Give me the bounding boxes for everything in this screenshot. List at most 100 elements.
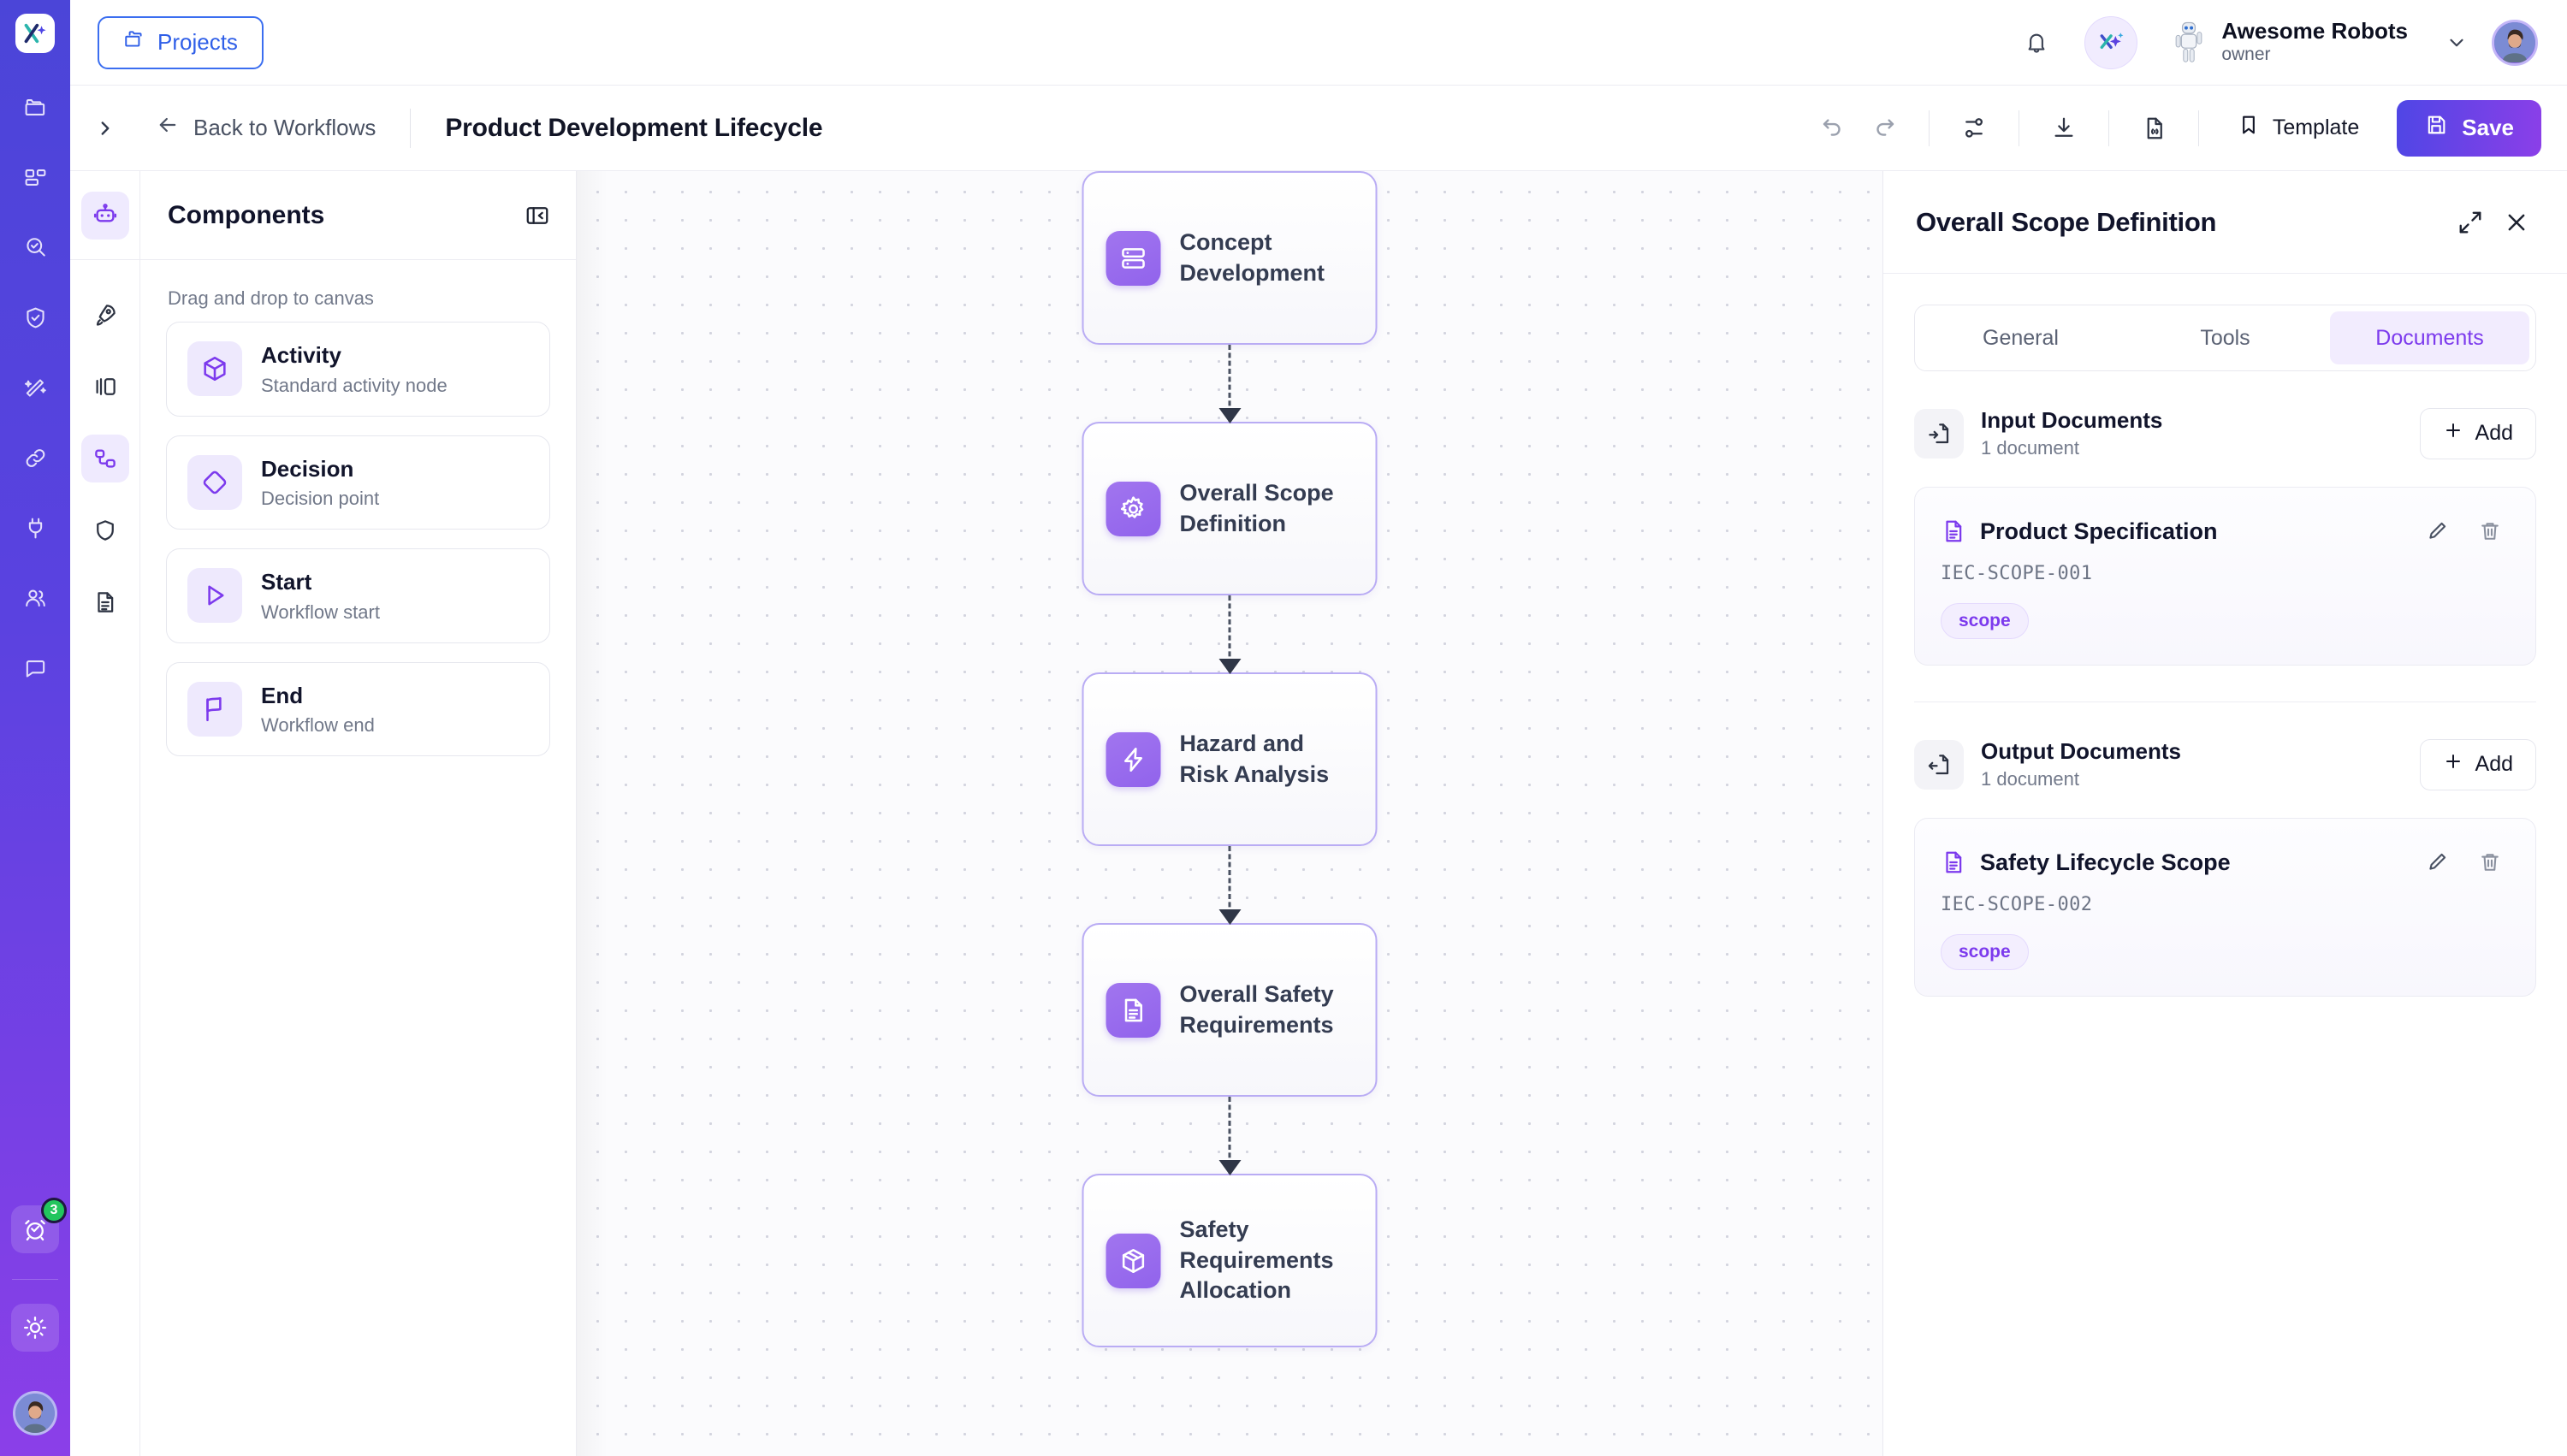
save-button[interactable]: Save: [2397, 99, 2541, 157]
trash-icon[interactable]: [2470, 512, 2510, 551]
sidebar-item-chat[interactable]: [11, 644, 59, 692]
components-title: Components: [168, 200, 325, 229]
sidebar-item-safety[interactable]: [81, 506, 129, 554]
node-inspector-panel: Overall Scope Definition General: [1882, 171, 2567, 1456]
component-card-decision[interactable]: Decision Decision point: [166, 435, 550, 530]
input-documents-header: Input Documents 1 document Add: [1914, 371, 2536, 465]
sidebar-item-deploy[interactable]: [81, 291, 129, 339]
document-tag: scope: [1941, 603, 2029, 639]
component-desc: Standard activity node: [261, 374, 448, 396]
diamond-icon: [187, 454, 242, 510]
server-icon: [1106, 230, 1161, 286]
document-card[interactable]: Safety Lifecycle Scope: [1914, 818, 2536, 997]
rail-divider: [12, 1279, 58, 1280]
tab-tools[interactable]: Tools: [2125, 311, 2325, 364]
document-code: IEC-SCOPE-001: [1941, 563, 2093, 584]
components-panel: Components Drag and drop to canvas: [140, 171, 577, 1456]
panel-collapse-icon[interactable]: [525, 203, 550, 228]
add-output-document-button[interactable]: Add: [2419, 738, 2536, 790]
download-button[interactable]: [2038, 103, 2090, 154]
documents-tab-content: Input Documents 1 document Add: [1883, 371, 2567, 997]
alarm-check-icon[interactable]: 3: [11, 1198, 67, 1253]
workflow-node[interactable]: Concept Development: [1082, 171, 1378, 345]
component-desc: Workflow start: [261, 601, 380, 623]
sun-icon[interactable]: [11, 1304, 59, 1352]
primary-sidebar: 3: [0, 0, 70, 1456]
workflow-node[interactable]: Overall Safety Requirements: [1082, 923, 1378, 1097]
close-icon[interactable]: [2493, 199, 2540, 246]
undo-button[interactable]: [1807, 103, 1859, 154]
redo-button[interactable]: [1859, 103, 1910, 154]
pencil-icon[interactable]: [2417, 843, 2457, 882]
component-card-end[interactable]: End Workflow end: [166, 661, 550, 756]
sidebar-item-assistant[interactable]: [11, 364, 59, 411]
workflow-graph: Concept Development Overall Scope Defin: [1082, 171, 1378, 1347]
workflow-node[interactable]: Hazard and Risk Analysis: [1082, 672, 1378, 846]
file-text-icon: [1106, 982, 1161, 1038]
flag-icon: [187, 681, 242, 737]
sidebar-item-workflows[interactable]: [80, 435, 129, 482]
back-to-workflows-link[interactable]: Back to Workflows: [156, 113, 376, 143]
pencil-icon[interactable]: [2417, 512, 2457, 551]
tab-general[interactable]: General: [1921, 311, 2120, 364]
sidebar-item-projects[interactable]: [11, 83, 59, 131]
sidebar-item-panels[interactable]: [81, 363, 129, 411]
workflow-canvas[interactable]: Concept Development Overall Scope Defin: [577, 171, 1882, 1456]
workflow-node[interactable]: Overall Scope Definition: [1082, 422, 1378, 595]
sidebar-item-links[interactable]: [11, 434, 59, 482]
component-card-start[interactable]: Start Workflow start: [166, 548, 550, 643]
play-icon: [187, 568, 242, 624]
settings-button[interactable]: [1948, 103, 2000, 154]
export-code-button[interactable]: [2128, 103, 2179, 154]
sidebar-item-documents[interactable]: [81, 578, 129, 626]
workflow-edge: [1082, 595, 1378, 674]
robot-icon[interactable]: [80, 191, 129, 240]
template-button-label: Template: [2272, 115, 2360, 139]
toolbar-divider: [1928, 109, 1930, 146]
section-count: 1 document: [1981, 437, 2079, 459]
add-button-label: Add: [2475, 421, 2513, 445]
avatar[interactable]: [13, 1391, 57, 1435]
app-logo-icon[interactable]: [15, 14, 55, 53]
chevron-right-icon[interactable]: [70, 86, 140, 171]
node-label: Overall Scope Definition: [1179, 479, 1334, 536]
bell-icon[interactable]: [2011, 17, 2062, 68]
projects-button[interactable]: Projects: [98, 15, 264, 69]
user-avatar[interactable]: [2492, 19, 2538, 66]
inspector-title: Overall Scope Definition: [1916, 206, 2217, 237]
tab-documents[interactable]: Documents: [2330, 311, 2529, 364]
node-label: Concept Development: [1179, 228, 1325, 286]
document-name: Product Specification: [1980, 518, 2218, 544]
node-label: Hazard and Risk Analysis: [1179, 730, 1330, 787]
workflow-edge: [1082, 846, 1378, 925]
canvas-edge-shadow: [577, 171, 608, 1456]
chevron-down-icon[interactable]: [2445, 32, 2468, 54]
workflow-edge: [1082, 1097, 1378, 1175]
document-card[interactable]: Product Specification: [1914, 487, 2536, 666]
section-count: 1 document: [1981, 768, 2079, 790]
file-input-icon: [1914, 408, 1964, 459]
expand-icon[interactable]: [2447, 199, 2493, 246]
template-button[interactable]: Template: [2218, 103, 2378, 154]
component-card-activity[interactable]: Activity Standard activity node: [166, 322, 550, 417]
ai-sparkle-icon[interactable]: [2084, 15, 2138, 69]
sidebar-item-team[interactable]: [11, 574, 59, 622]
sidebar-item-dashboard[interactable]: [11, 153, 59, 201]
back-link-label: Back to Workflows: [193, 115, 376, 140]
workflow-node[interactable]: Safety Requirements Allocation: [1082, 1174, 1378, 1347]
bookmark-icon: [2237, 113, 2261, 143]
page-title: Product Development Lifecycle: [445, 113, 823, 142]
plus-icon: [2443, 751, 2463, 778]
toolbar-divider: [410, 108, 412, 148]
org-role: owner: [2221, 44, 2271, 65]
bolt-icon: [1106, 731, 1161, 787]
add-input-document-button[interactable]: Add: [2419, 407, 2536, 459]
workflow-edge: [1082, 345, 1378, 423]
sidebar-item-review[interactable]: [11, 223, 59, 271]
trash-icon[interactable]: [2470, 843, 2510, 882]
sidebar-item-compliance[interactable]: [11, 293, 59, 341]
component-desc: Workflow end: [261, 714, 375, 736]
sidebar-item-integrations[interactable]: [11, 504, 59, 552]
org-switcher[interactable]: Awesome Robots owner: [2172, 19, 2468, 65]
